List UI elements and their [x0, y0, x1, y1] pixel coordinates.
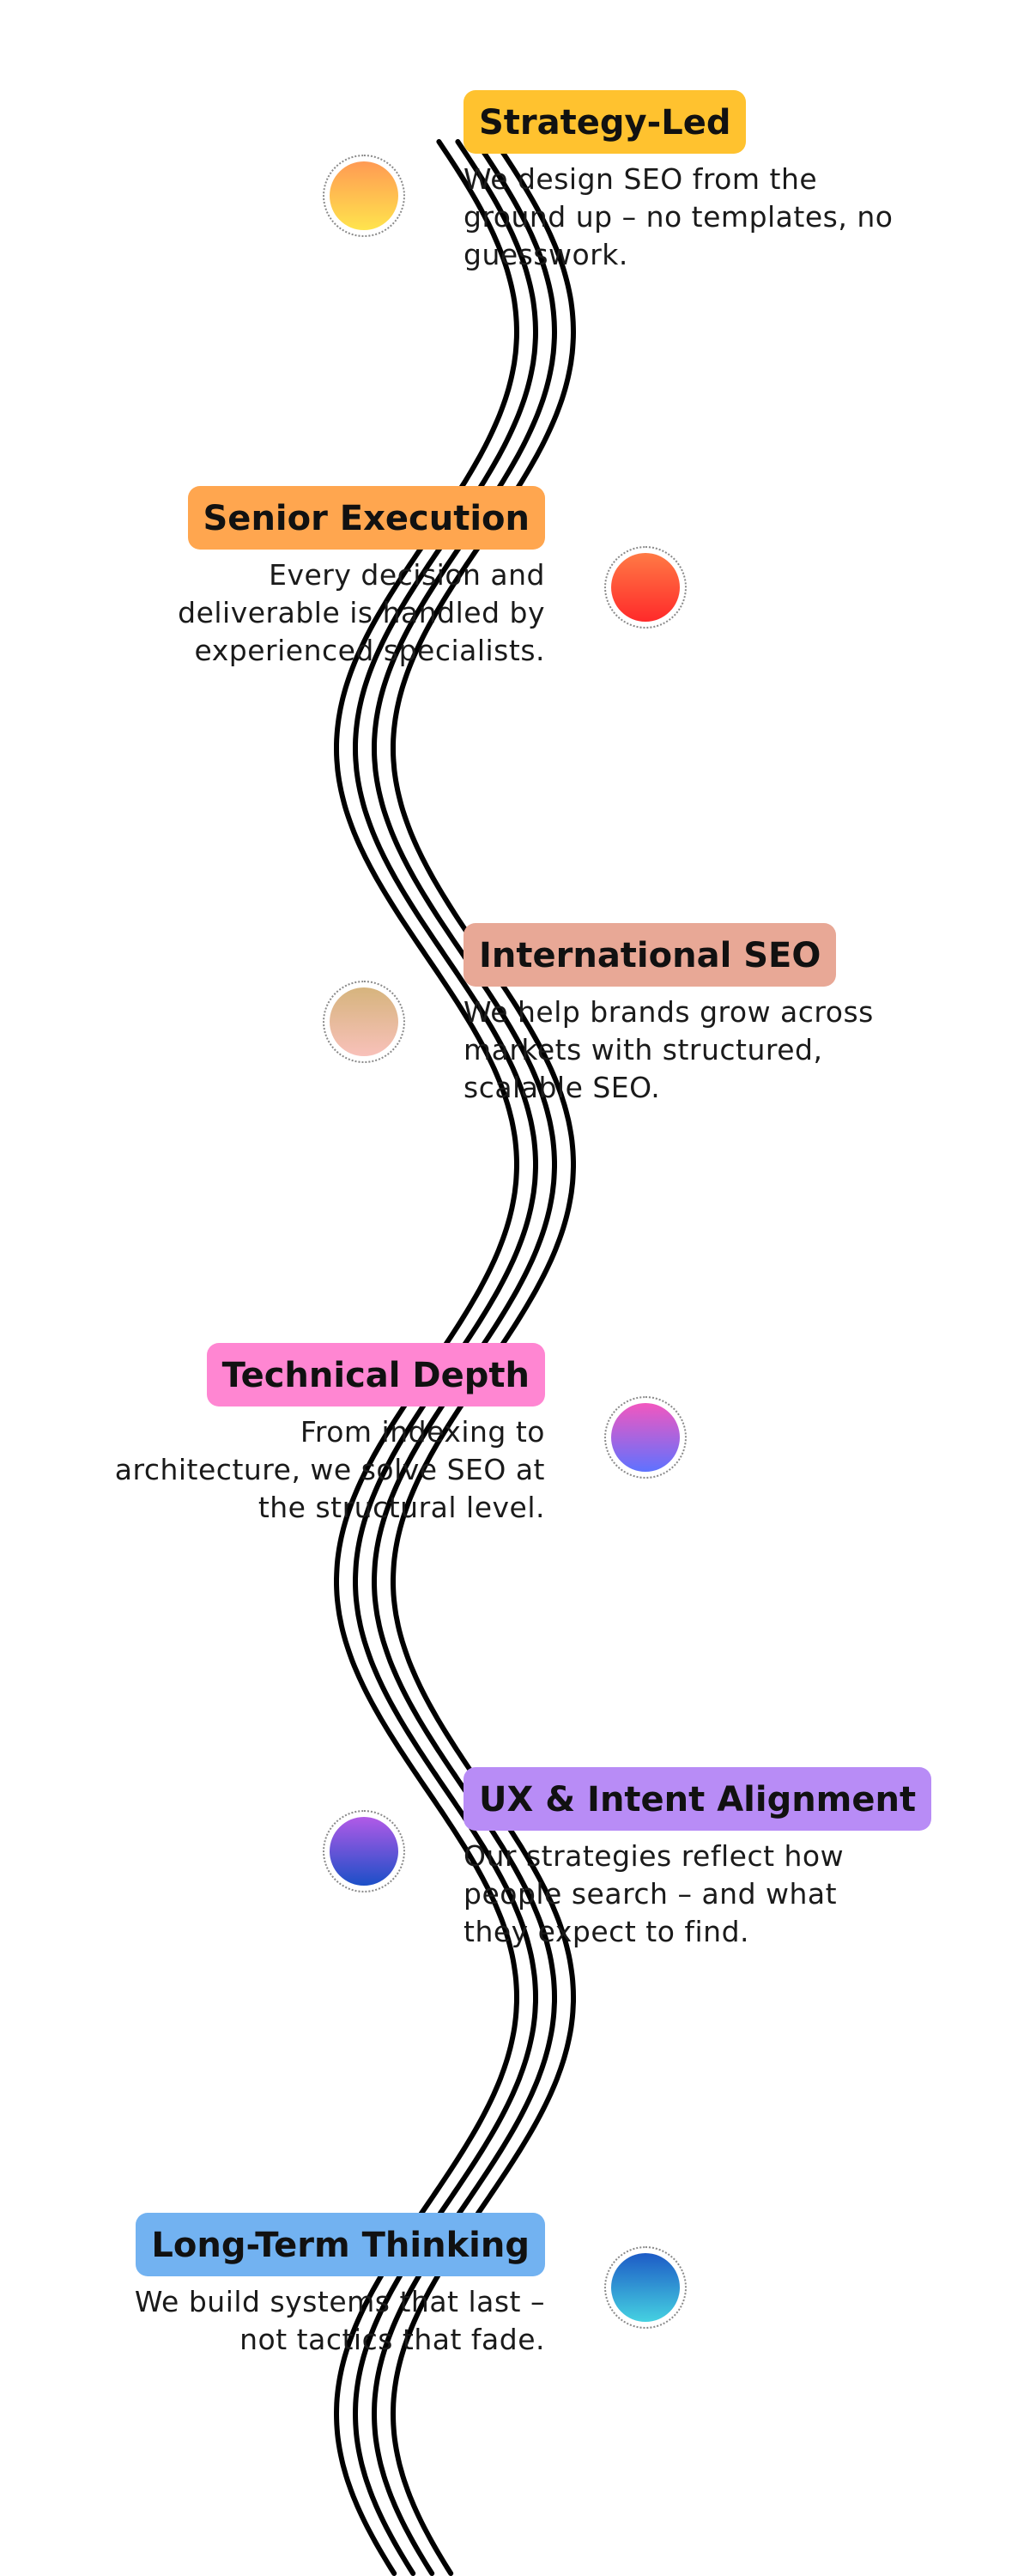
dotted-ring — [323, 1810, 405, 1893]
step-title: Technical Depth — [206, 1343, 545, 1406]
gradient-circle — [330, 1817, 398, 1886]
step-1: Strategy-Led We design SEO from the grou… — [464, 90, 893, 274]
step-2: Senior Execution Every decision and deli… — [178, 486, 545, 670]
step-node-3 — [319, 977, 409, 1066]
gradient-circle — [611, 1403, 680, 1472]
step-5: UX & Intent Alignment Our strategies ref… — [464, 1767, 932, 1951]
dotted-ring — [323, 155, 405, 237]
step-node-1 — [319, 151, 409, 240]
step-title: Strategy-Led — [464, 90, 747, 154]
dotted-ring — [604, 2246, 687, 2329]
step-node-6 — [601, 2243, 690, 2332]
step-title: UX & Intent Alignment — [464, 1767, 932, 1831]
gradient-circle — [611, 2253, 680, 2322]
gradient-circle — [611, 553, 680, 622]
step-description: Every decision and deliverable is handle… — [178, 558, 545, 667]
gradient-circle — [330, 161, 398, 230]
step-title: International SEO — [464, 923, 837, 987]
step-title: Long-Term Thinking — [136, 2213, 545, 2276]
dotted-ring — [604, 546, 687, 629]
step-title: Senior Execution — [187, 486, 545, 550]
gradient-circle — [330, 987, 398, 1056]
step-6: Long-Term Thinking We build systems that… — [135, 2213, 545, 2359]
step-description: Our strategies reflect how people search… — [464, 1839, 845, 1948]
step-3: International SEO We help brands grow ac… — [464, 923, 874, 1107]
dotted-ring — [323, 981, 405, 1063]
dotted-ring — [604, 1396, 687, 1479]
step-node-2 — [601, 543, 690, 632]
step-node-4 — [601, 1393, 690, 1482]
step-4: Technical Depth From indexing to archite… — [115, 1343, 545, 1527]
step-description: We help brands grow across markets with … — [464, 995, 874, 1104]
step-description: We build systems that last – not tactics… — [134, 2285, 545, 2356]
step-description: We design SEO from the ground up – no te… — [464, 162, 894, 271]
step-node-5 — [319, 1807, 409, 1896]
step-description: From indexing to architecture, we solve … — [114, 1415, 545, 1524]
